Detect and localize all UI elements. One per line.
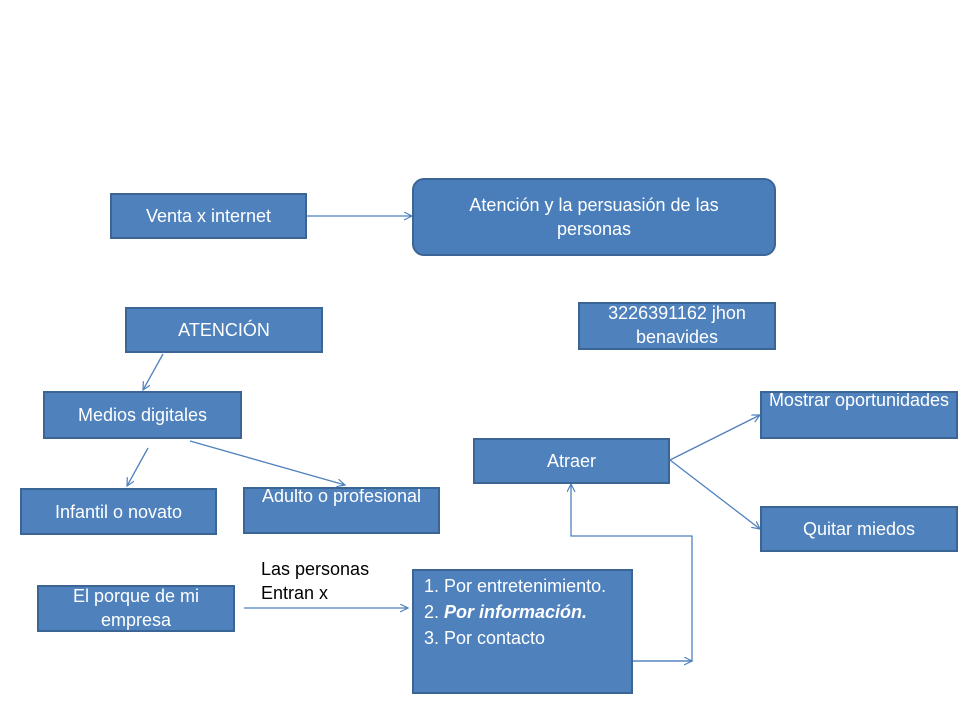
node-medios-label: Medios digitales (77, 405, 208, 425)
arrow-atencion-to-medios (143, 353, 164, 390)
arrow-medios-to-adulto (189, 440, 345, 485)
node-atencion-label: ATENCIÓN (178, 320, 270, 340)
node-adulto-label: Adulto o profesional (261, 487, 422, 506)
node-porque-label: El porque de mi empresa (72, 586, 200, 630)
node-medios-digitales: Medios digitales (43, 391, 242, 439)
reason-item-1: 1. Por entretenimiento. (424, 576, 607, 596)
node-atencion-persuasion: Atención y la persuasión de las personas (412, 178, 776, 256)
node-infantil-label: Infantil o novato (54, 501, 183, 522)
reason-item-2: 2. Por información. (424, 599, 621, 625)
node-quitar-miedos: Quitar miedos (760, 506, 958, 552)
node-quitar-label: Quitar miedos (802, 519, 916, 539)
reason-item-2-text: Por información. (444, 602, 588, 622)
arrow-atraer-to-quitar (669, 459, 760, 529)
arrow-atraer-to-mostrar (669, 415, 760, 461)
node-venta-x-internet: Venta x internet (110, 193, 307, 239)
node-reasons-list: 1. Por entretenimiento. 2. Por informaci… (412, 569, 633, 694)
node-persuasion-label: Atención y la persuasión de las personas (469, 195, 719, 239)
reason-item-2-number: 2. (424, 602, 445, 622)
node-contact: 3226391162 jhon benavides (578, 302, 776, 350)
annotation-text: Las personas Entran x (261, 557, 369, 605)
node-contact-label: 3226391162 jhon benavides (608, 303, 746, 347)
node-atraer: Atraer (473, 438, 670, 484)
annotation-line-1: Las personas (261, 559, 370, 579)
node-mostrar-label: Mostrar oportunidades (768, 391, 950, 410)
node-atraer-label: Atraer (546, 451, 597, 471)
node-infantil-o-novato: Infantil o novato (20, 488, 217, 535)
node-adulto-o-profesional: Adulto o profesional (243, 487, 440, 534)
node-venta-label: Venta x internet (145, 206, 272, 226)
node-mostrar-oportunidades: Mostrar oportunidades (760, 391, 958, 439)
arrow-medios-to-infantil (127, 447, 149, 486)
node-atencion: ATENCIÓN (125, 307, 323, 353)
annotation-line-2: Entran x (261, 583, 329, 603)
node-el-porque: El porque de mi empresa (37, 585, 235, 632)
reason-item-3: 3. Por contacto (424, 628, 546, 648)
